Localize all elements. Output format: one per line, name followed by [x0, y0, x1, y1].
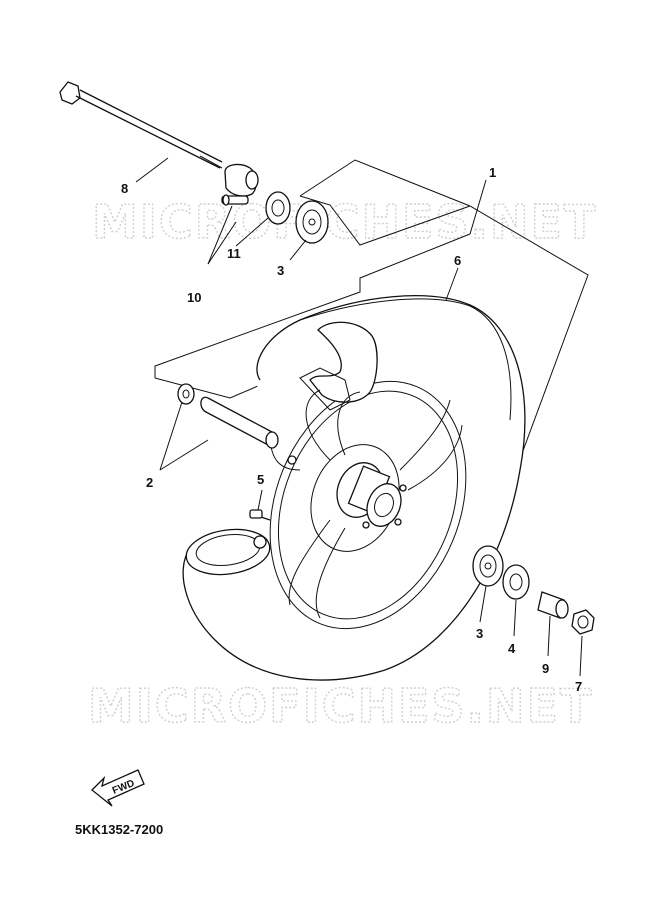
collar	[537, 591, 569, 619]
tire-valve	[249, 509, 271, 549]
callout-2: 2	[146, 475, 153, 490]
callout-9: 9	[542, 661, 549, 676]
callout-11: 11	[227, 246, 241, 261]
callout-10: 10	[187, 290, 201, 305]
leader-lines	[135, 157, 583, 677]
bearing-right	[472, 545, 504, 587]
callout-8: 8	[121, 181, 128, 196]
callout-1: 1	[489, 165, 496, 180]
callout-5: 5	[257, 472, 264, 487]
diagram-code: 5KK1352-7200	[75, 822, 163, 837]
callout-6: 6	[454, 253, 461, 268]
oil-seal	[265, 191, 291, 225]
callout-3-right: 3	[476, 626, 483, 641]
spacer-collar	[177, 383, 279, 449]
wheel-tire	[182, 295, 526, 681]
watermark-bottom: MICROFICHES.NET	[88, 679, 593, 733]
callout-7: 7	[575, 679, 582, 694]
forward-direction-arrow-icon: FWD	[91, 769, 145, 807]
bearing-top	[295, 200, 329, 244]
axle-nut	[571, 609, 595, 635]
watermark-top: MICROFICHES.NET	[92, 195, 597, 249]
axle-bolt	[59, 81, 223, 169]
seal-right	[502, 564, 530, 600]
speedometer-gear-unit	[221, 163, 259, 206]
callout-3-top: 3	[277, 263, 284, 278]
callout-4: 4	[508, 641, 516, 656]
